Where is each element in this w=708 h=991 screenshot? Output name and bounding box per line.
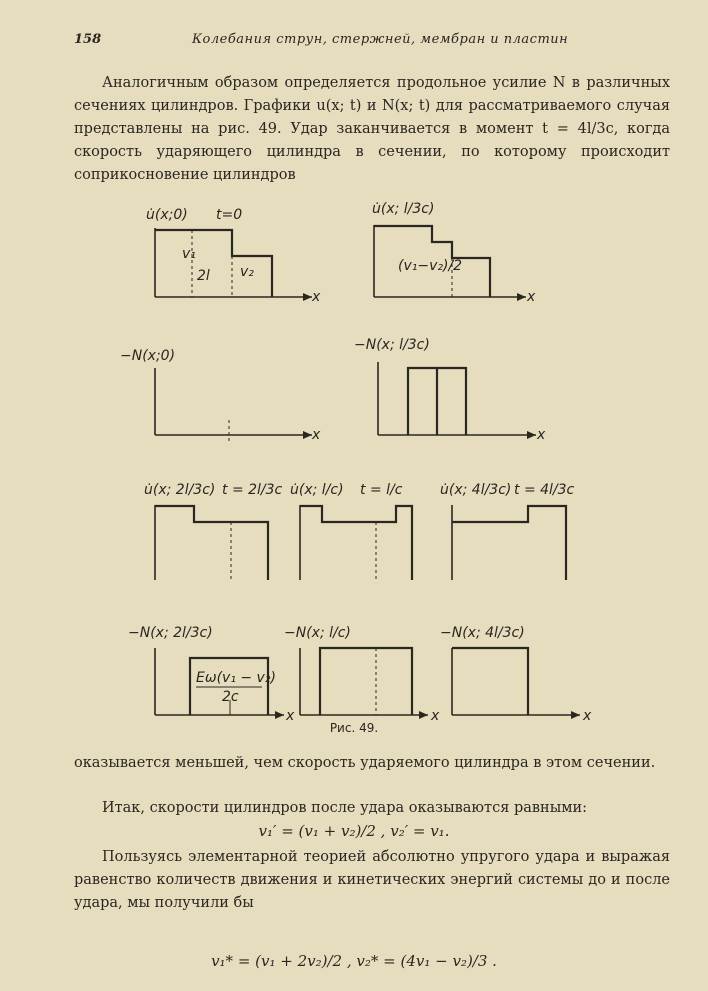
plot-Nl3c (377, 362, 536, 439)
label-2c: 2c (222, 689, 239, 705)
plot-ul (299, 504, 414, 580)
paragraph-3: Итак, скорости цилиндров после удара ока… (102, 800, 588, 816)
label-Nl: −N(x; l/c) (284, 625, 351, 641)
plot-ul3c (373, 224, 526, 301)
label-t2l: t = 2l/3c (222, 482, 283, 498)
axis-x-4: x (536, 427, 546, 443)
label-Eomega: Eω(v₁ − v₂) (196, 670, 276, 686)
label-ul: u̇(x; l/c) (290, 482, 344, 498)
plot-N0 (154, 368, 312, 442)
label-v2: v₂ (240, 264, 254, 280)
label-N4l: −N(x; 4l/3c) (440, 625, 525, 641)
label-tl: t = l/c (360, 482, 403, 498)
label-t4l: t = 4l/3c (514, 482, 575, 498)
axis-x-1: x (311, 289, 321, 305)
label-N0: −N(x;0) (120, 348, 175, 364)
axis-x-3: x (311, 427, 321, 443)
axis-x-2: x (526, 289, 536, 305)
label-2l: 2l (197, 268, 210, 284)
plot-Nl (299, 646, 428, 719)
axis-x-7: x (582, 708, 592, 724)
figure-caption: Рис. 49. (329, 721, 379, 735)
plot-N2l (154, 648, 284, 719)
label-N2l: −N(x; 2l/3c) (128, 625, 213, 641)
axis-x-6: x (430, 708, 440, 724)
label-t0: t=0 (216, 207, 242, 223)
axis-x-5: x (285, 708, 295, 724)
paragraph-2: оказывается меньшей, чем скорость ударяе… (74, 755, 656, 771)
label-u2l: u̇(x; 2l/3c) (144, 482, 215, 498)
paragraph-1: Аналогичным образом определяется продоль… (74, 75, 670, 183)
plot-N4l (451, 646, 580, 719)
label-v1: v₁ (182, 246, 196, 262)
plot-u0 (154, 228, 312, 301)
label-u4l: u̇(x; 4l/3c) (440, 482, 511, 498)
label-avg: (v₁−v₂)/2 (398, 258, 462, 274)
page-number: 158 (74, 32, 102, 47)
paragraph-4: Пользуясь элементарной теорией абсолютно… (74, 849, 670, 911)
label-Nl3c: −N(x; l/3c) (354, 337, 430, 353)
equation-1: v₁′ = (v₁ + v₂)/2 , v₂′ = v₁. (258, 822, 450, 840)
plot-u4l (451, 504, 568, 580)
label-ul3c: u̇(x; l/3c) (372, 201, 434, 217)
label-u0: u̇(x;0) (146, 207, 188, 223)
plot-u2l (154, 504, 270, 580)
equation-2: v₁* = (v₁ + 2v₂)/2 , v₂* = (4v₁ − v₂)/3 … (211, 952, 497, 970)
running-title: Колебания струн, стержней, мембран и пла… (192, 32, 569, 47)
